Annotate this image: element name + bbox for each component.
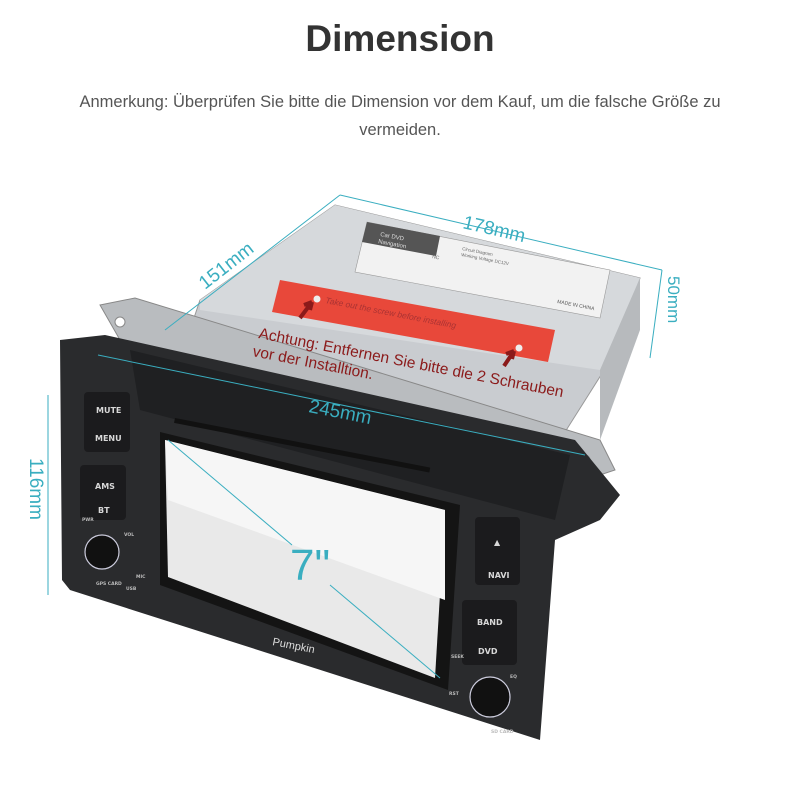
svg-text:EQ: EQ (510, 674, 517, 680)
svg-text:Circuit Diagram: Circuit Diagram (462, 246, 494, 257)
screen-size-label: 7" (290, 541, 330, 590)
tune-knob[interactable] (469, 676, 511, 718)
svg-text:RST: RST (449, 691, 460, 697)
svg-text:SD CARD: SD CARD (491, 729, 514, 735)
eject-icon: ▲ (494, 538, 501, 547)
ams-bt-button[interactable] (80, 465, 126, 520)
svg-text:SEEK: SEEK (451, 654, 464, 660)
svg-text:MIC: MIC (136, 574, 146, 580)
mute-menu-button[interactable] (84, 392, 130, 452)
volume-knob[interactable] (84, 534, 120, 570)
svg-text:NC: NC (432, 254, 441, 261)
svg-text:PWR: PWR (82, 517, 94, 523)
svg-text:GPS CARD: GPS CARD (96, 581, 122, 587)
svg-text:Navigation: Navigation (378, 239, 407, 250)
arrow-icon (298, 300, 314, 320)
svg-text:USB: USB (126, 586, 137, 592)
dimension-note: Anmerkung: Überprüfen Sie bitte die Dime… (79, 93, 721, 139)
screw-icon (515, 344, 523, 352)
svg-text:Car DVD: Car DVD (380, 232, 405, 243)
screw-icon (313, 295, 321, 303)
svg-text:DVD: DVD (478, 647, 498, 656)
dimension-lines (47, 194, 663, 679)
chassis-height-label: 50mm (664, 276, 683, 323)
red-sticker (272, 280, 555, 362)
svg-text:NAVI: NAVI (488, 571, 510, 580)
arrow-icon (502, 349, 516, 368)
band-dvd-button[interactable] (462, 600, 517, 665)
page-title: Dimension (305, 18, 495, 59)
front-panel: MUTE MENU AMS BT PWR VOL GPS CARD USB MI… (60, 335, 620, 740)
disc-slot (174, 418, 431, 473)
svg-text:BT: BT (98, 506, 110, 515)
front-height-label: 116mm (25, 458, 46, 520)
svg-text:AMS: AMS (95, 482, 115, 491)
svg-text:BAND: BAND (477, 618, 503, 627)
svg-text:VOL: VOL (124, 532, 134, 538)
eject-navi-button[interactable] (475, 517, 520, 585)
svg-text:MUTE: MUTE (96, 406, 121, 415)
svg-text:MENU: MENU (95, 434, 122, 443)
